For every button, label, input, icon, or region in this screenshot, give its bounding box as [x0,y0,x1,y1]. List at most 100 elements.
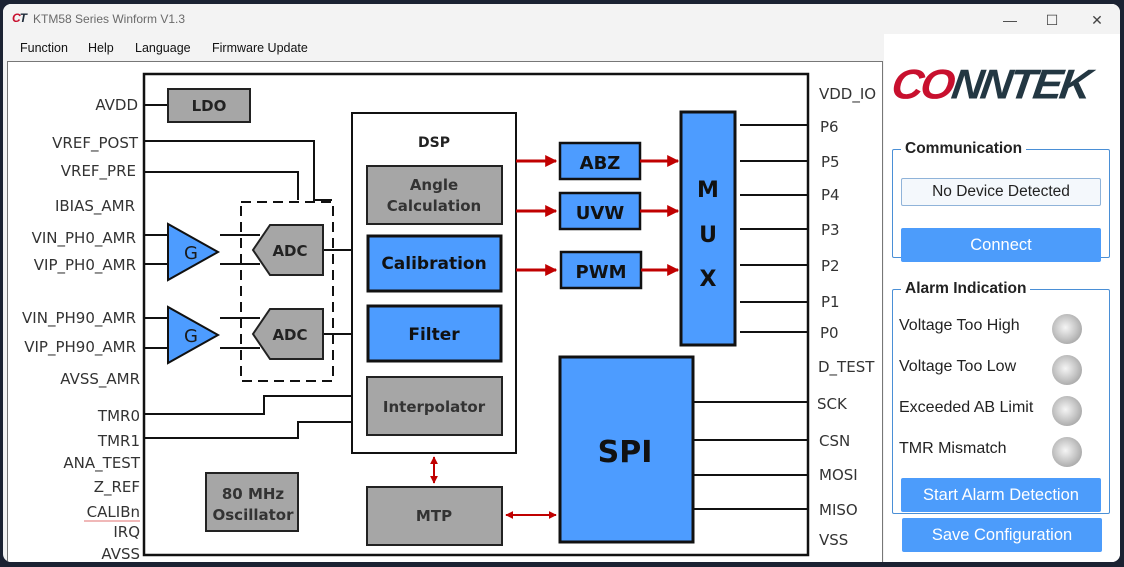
wires [144,104,808,510]
pin-label: AVSS_AMR [60,370,140,389]
pin-label: VREF_PRE [61,162,136,181]
menu-language[interactable]: Language [135,41,191,55]
pin-label: AVDD [95,96,138,114]
filter-label: Filter [408,325,460,345]
calibration-label: Calibration [381,254,486,274]
pin-label: VIP_PH90_AMR [24,338,136,357]
data-arrows [430,155,680,519]
voltage-high-led-indicator [1052,314,1082,344]
pin-label: VIN_PH0_AMR [32,229,136,248]
pin-label: VDD_IO [819,85,876,104]
pin-label: P3 [821,221,840,239]
amplifier-ph0 [167,222,221,282]
osc-label: Oscillator [213,506,295,524]
adc-label: ADC [272,242,307,260]
title-bar: CT KTM58 Series Winform V1.3 — ☐ ✕ [3,4,1120,34]
alarm-label-voltage-low: Voltage Too Low [899,358,1017,375]
mux-block [679,110,737,347]
app-window: CT KTM58 Series Winform V1.3 — ☐ ✕ Funct… [3,4,1120,562]
close-icon: ✕ [1091,11,1103,28]
control-panel: CONNTEK Communication No Device Detected… [884,34,1120,562]
amp-label: G [184,326,198,347]
pin-label: P6 [820,118,839,136]
alarm-label-tmr-mismatch: TMR Mismatch [899,440,1007,457]
uvw-label: UVW [576,203,625,224]
pin-label: CSN [819,432,850,450]
osc-label: 80 MHz [222,485,285,503]
angle-label: Angle [410,176,458,194]
alarm-group: Alarm Indication Voltage Too High Voltag… [892,280,1110,514]
menu-function[interactable]: Function [20,41,68,55]
start-alarm-detection-button[interactable]: Start Alarm Detection [901,478,1101,512]
pin-label: ANA_TEST [63,454,140,473]
communication-group: Communication No Device Detected Connect [892,140,1110,262]
menu-help[interactable]: Help [88,41,114,55]
conntek-logo: CONNTEK [888,61,1092,108]
chip-outline [142,72,810,557]
adc-ph0 [251,224,324,276]
device-status: No Device Detected [901,178,1101,206]
spi-block [558,355,695,544]
save-configuration-button[interactable]: Save Configuration [902,518,1102,552]
mux-label: X [700,267,717,292]
app-logo-icon: CT [12,11,27,25]
pin-label: IRQ [113,523,140,541]
amplifier-ph90 [167,305,221,365]
mtp-block [366,486,503,546]
pin-label: P4 [821,186,840,204]
pin-label: Z_REF [94,478,140,497]
left-pins: AVDD VREF_POST VREF_PRE IBIAS_AMR VIN_PH… [22,96,141,562]
communication-title: Communication [905,140,1023,157]
adc-ph90 [251,308,324,360]
calibration-block [366,234,503,293]
right-pins: VDD_IO P6 P5 P4 P3 P2 P1 P0 D_TEST SCK C… [817,85,876,549]
abz-label: ABZ [580,153,621,174]
pin-label: VIP_PH0_AMR [34,256,136,275]
pin-label: TMR0 [97,407,140,425]
pin-label: AVSS [101,545,140,562]
block-diagram-svg: AVDD VREF_POST VREF_PRE IBIAS_AMR VIN_PH… [22,72,876,562]
pin-label: D_TEST [818,358,875,377]
ab-limit-led-indicator [1052,396,1082,426]
minimize-icon: — [1003,12,1017,28]
close-button[interactable]: ✕ [1077,8,1117,32]
oscillator-block [205,472,299,532]
abz-block [558,141,642,181]
voltage-low-led-indicator [1052,355,1082,385]
amp-label: G [184,243,198,264]
minimize-button[interactable]: — [990,8,1030,32]
pin-label: P5 [821,153,840,171]
interpolator-block [366,376,503,436]
mtp-label: MTP [416,507,452,525]
pin-label: TMR1 [97,432,140,450]
interpolator-label: Interpolator [383,398,486,416]
pin-label: VIN_PH90_AMR [22,309,136,328]
tmr-mismatch-led-indicator [1052,437,1082,467]
mux-label: M [697,178,719,203]
maximize-button[interactable]: ☐ [1032,8,1072,32]
filter-block [366,304,503,363]
block-diagram: AVDD VREF_POST VREF_PRE IBIAS_AMR VIN_PH… [7,61,883,562]
pwm-label: PWM [576,262,627,283]
ldo-label: LDO [192,97,227,115]
menu-bar: Function Help Language Firmware Update [3,35,883,61]
menu-firmware-update[interactable]: Firmware Update [212,41,308,55]
pin-label: VSS [819,531,848,549]
pin-label: P1 [821,293,840,311]
alarm-label-voltage-high: Voltage Too High [899,317,1020,334]
spi-label: SPI [598,435,653,470]
alarm-label-ab-limit: Exceeded AB Limit [899,399,1034,416]
alarm-title: Alarm Indication [905,280,1027,297]
ldo-block [167,88,251,123]
pin-label: P2 [821,257,840,275]
pin-label: CALIBn [87,503,140,521]
angle-calculation-block [366,165,503,225]
maximize-icon: ☐ [1045,11,1059,28]
adc-label: ADC [272,326,307,344]
uvw-block [558,191,642,231]
window-title: KTM58 Series Winform V1.3 [33,12,186,26]
connect-button[interactable]: Connect [901,228,1101,262]
pin-label: MISO [819,501,858,519]
pin-label: IBIAS_AMR [55,197,135,216]
dsp-label: DSP [418,135,450,151]
